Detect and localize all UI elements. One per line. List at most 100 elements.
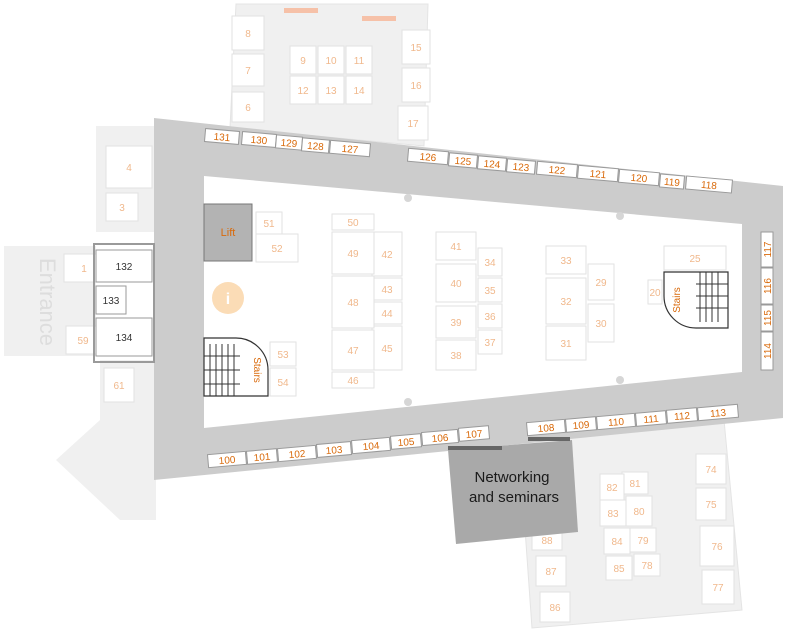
booth-76[interactable]: 76	[699, 525, 735, 567]
booth-36[interactable]: 36	[477, 303, 503, 329]
stairs-right[interactable]: Stairs	[663, 271, 729, 329]
booth-82[interactable]: 82	[599, 473, 625, 501]
booth-75[interactable]: 75	[695, 487, 727, 521]
booth-9[interactable]: 9	[289, 45, 317, 75]
booth-41[interactable]: 41	[435, 231, 477, 261]
booth-128[interactable]: 128	[300, 137, 331, 154]
booth-47[interactable]: 47	[331, 329, 375, 371]
info-icon[interactable]: i	[212, 282, 244, 314]
booth-100[interactable]: 100	[206, 450, 248, 469]
booth-84[interactable]: 84	[603, 527, 631, 555]
booth-111[interactable]: 111	[634, 410, 668, 427]
booth-81[interactable]: 81	[621, 471, 649, 495]
booth-30[interactable]: 30	[587, 303, 615, 343]
booth-109[interactable]: 109	[564, 416, 598, 433]
booth-32[interactable]: 32	[545, 277, 587, 325]
booth-77[interactable]: 77	[701, 569, 735, 605]
booth-11[interactable]: 11	[345, 45, 373, 75]
booth-46[interactable]: 46	[331, 371, 375, 389]
booth-119[interactable]: 119	[658, 173, 686, 190]
booth-105-box	[389, 433, 423, 450]
booth-50[interactable]: 50	[331, 213, 375, 231]
booth-79[interactable]: 79	[629, 527, 657, 553]
booth-45[interactable]: 45	[371, 325, 403, 371]
booth-116[interactable]: 116	[760, 267, 774, 305]
booth-134[interactable]: 134	[95, 317, 153, 357]
booth-15[interactable]: 15	[401, 29, 431, 65]
booth-14[interactable]: 14	[345, 75, 373, 105]
booth-131[interactable]: 131	[203, 128, 241, 145]
booth-124[interactable]: 124	[476, 155, 508, 172]
booth-4[interactable]: 4	[105, 145, 153, 189]
booth-106[interactable]: 106	[420, 428, 460, 447]
booth-129[interactable]: 129	[274, 134, 304, 151]
booth-104[interactable]: 104	[350, 436, 392, 455]
booth-35[interactable]: 35	[477, 277, 503, 303]
booth-103[interactable]: 103	[315, 441, 353, 458]
lift[interactable]: Lift	[203, 203, 253, 262]
booth-16[interactable]: 16	[401, 67, 431, 103]
booth-7[interactable]: 7	[231, 53, 265, 87]
networking-area[interactable]: Networking and seminars	[448, 437, 578, 544]
booth-33[interactable]: 33	[545, 245, 587, 275]
booth-77-box	[701, 569, 735, 605]
booth-10[interactable]: 10	[317, 45, 345, 75]
booth-42[interactable]: 42	[371, 231, 403, 277]
booth-6[interactable]: 6	[231, 91, 265, 123]
booth-86[interactable]: 86	[539, 591, 571, 623]
booth-20[interactable]: 20	[647, 279, 663, 305]
booth-105[interactable]: 105	[389, 433, 423, 450]
booth-51[interactable]: 51	[255, 211, 283, 235]
booth-108[interactable]: 108	[525, 418, 567, 437]
booth-112[interactable]: 112	[665, 407, 699, 424]
booth-8[interactable]: 8	[231, 15, 265, 51]
booth-87[interactable]: 87	[535, 555, 567, 587]
booth-34[interactable]: 34	[477, 247, 503, 277]
booth-44[interactable]: 44	[371, 301, 403, 325]
booth-13[interactable]: 13	[317, 75, 345, 105]
booth-114[interactable]: 114	[760, 331, 774, 371]
booth-126[interactable]: 126	[406, 147, 450, 166]
booth-49[interactable]: 49	[331, 231, 375, 275]
booth-17[interactable]: 17	[397, 105, 429, 141]
booth-74[interactable]: 74	[695, 453, 727, 485]
booth-37[interactable]: 37	[477, 329, 503, 355]
stairs-left[interactable]: Stairs	[203, 337, 269, 397]
booth-105-number: 105	[397, 437, 415, 449]
booth-132[interactable]: 132	[95, 249, 153, 283]
booth-102[interactable]: 102	[276, 444, 318, 463]
booth-121[interactable]: 121	[576, 164, 620, 183]
booth-83[interactable]: 83	[599, 499, 627, 527]
booth-53[interactable]: 53	[269, 341, 297, 367]
booth-12[interactable]: 12	[289, 75, 317, 105]
booth-43[interactable]: 43	[371, 277, 403, 301]
booth-52[interactable]: 52	[255, 233, 299, 263]
booth-120[interactable]: 120	[617, 168, 661, 187]
booth-38[interactable]: 38	[435, 339, 477, 371]
booth-29[interactable]: 29	[587, 263, 615, 301]
booth-61[interactable]: 61	[103, 367, 135, 403]
booth-122[interactable]: 122	[535, 160, 579, 179]
booth-107[interactable]: 107	[457, 425, 491, 442]
booth-130[interactable]: 130	[240, 131, 278, 148]
booth-85[interactable]: 85	[605, 555, 633, 581]
booth-78[interactable]: 78	[633, 553, 661, 577]
booth-40[interactable]: 40	[435, 263, 477, 303]
booth-115[interactable]: 115	[760, 304, 774, 332]
booth-117[interactable]: 117	[760, 231, 774, 268]
booth-110[interactable]: 110	[595, 412, 637, 431]
booth-133[interactable]: 133	[95, 285, 127, 315]
booth-123[interactable]: 123	[505, 158, 537, 175]
booth-118[interactable]: 118	[684, 175, 734, 194]
booth-80[interactable]: 80	[625, 495, 653, 527]
booth-48[interactable]: 48	[331, 275, 375, 329]
booth-31[interactable]: 31	[545, 325, 587, 361]
booth-25[interactable]: 25	[663, 245, 727, 271]
booth-101[interactable]: 101	[245, 448, 279, 465]
booth-54[interactable]: 54	[269, 367, 297, 397]
booth-127[interactable]: 127	[328, 139, 372, 158]
booth-39[interactable]: 39	[435, 305, 477, 339]
booth-3[interactable]: 3	[105, 192, 139, 222]
booth-113[interactable]: 113	[696, 403, 740, 422]
booth-125[interactable]: 125	[447, 152, 479, 169]
